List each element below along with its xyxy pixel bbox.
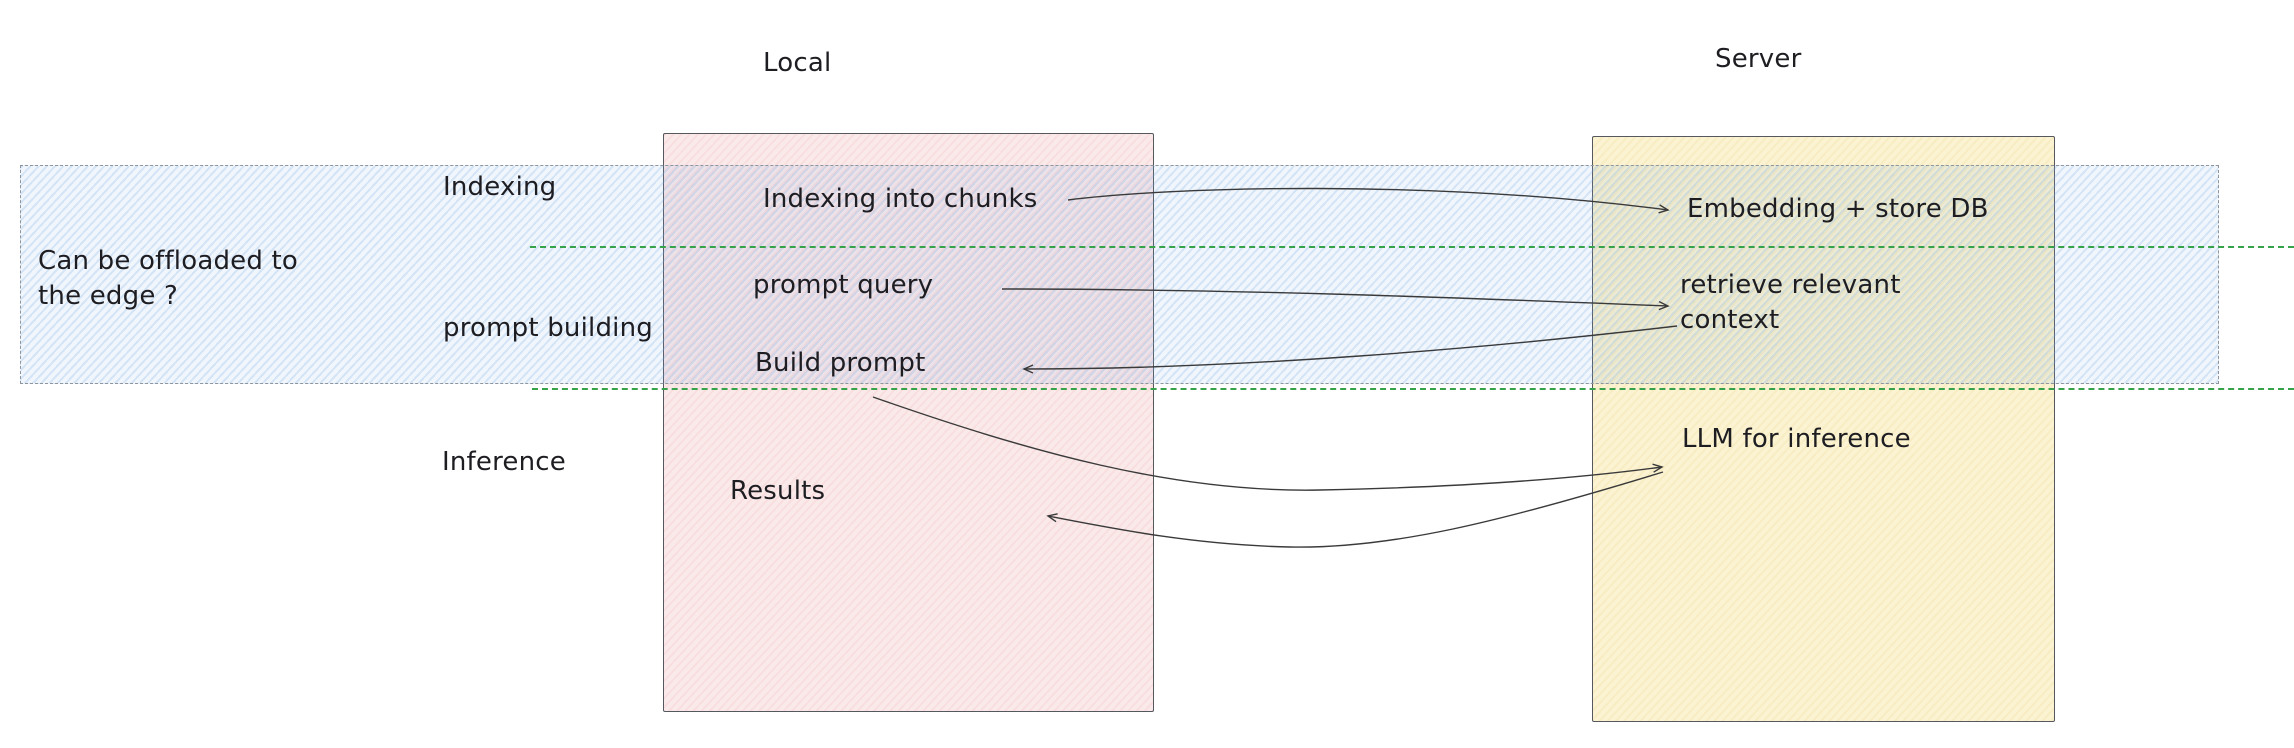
server-item-embedding-store-db: Embedding + store DB xyxy=(1687,194,1989,224)
local-item-indexing-into-chunks: Indexing into chunks xyxy=(763,184,1038,214)
local-column-title: Local xyxy=(763,48,832,78)
local-item-prompt-query: prompt query xyxy=(753,270,934,300)
server-item-llm-for-inference: LLM for inference xyxy=(1682,424,1911,454)
retrieve-context-line2: context xyxy=(1680,305,1780,335)
row-label-indexing: Indexing xyxy=(443,172,557,202)
retrieve-context-line1: retrieve relevant xyxy=(1680,270,1901,300)
server-item-retrieve-relevant-context: retrieve relevant context xyxy=(1680,268,1901,338)
server-box xyxy=(1592,136,2055,722)
edge-band-label: Can be offloaded to the edge ? xyxy=(38,244,298,314)
edge-band-label-line2: the edge ? xyxy=(38,281,178,311)
local-item-build-prompt: Build prompt xyxy=(755,348,926,378)
row-label-prompt-building: prompt building xyxy=(443,313,653,343)
divider-indexing-prompt-building xyxy=(530,246,2294,248)
server-column-title: Server xyxy=(1715,44,1802,74)
row-label-inference: Inference xyxy=(442,447,566,477)
local-item-results: Results xyxy=(730,476,826,506)
edge-band-label-line1: Can be offloaded to xyxy=(38,246,299,276)
divider-prompt-building-inference xyxy=(532,388,2294,390)
